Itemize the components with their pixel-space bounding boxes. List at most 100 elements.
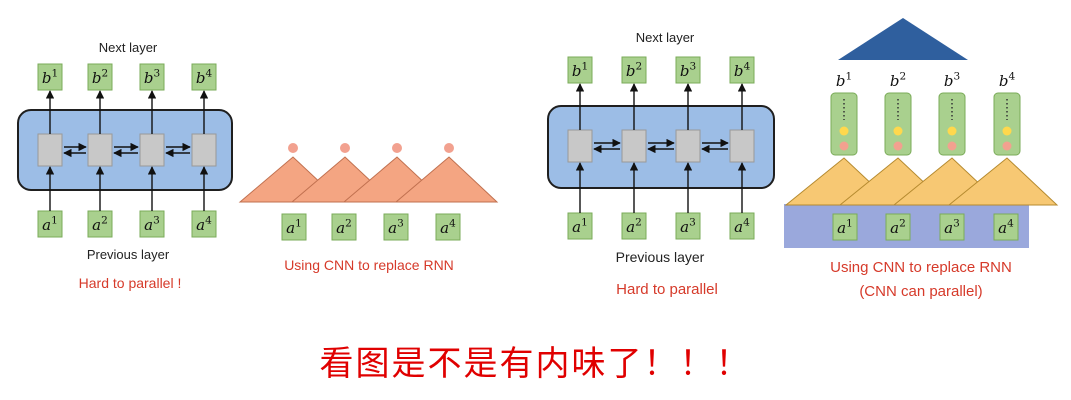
- output-label-var: b: [999, 72, 1009, 90]
- output-box-label-sup: 4: [743, 60, 750, 72]
- input-box-bg: [675, 212, 701, 240]
- output-label-sup: 4: [1008, 70, 1015, 82]
- hidden-column: [884, 92, 912, 156]
- input-box-label-sup: 3: [689, 216, 696, 228]
- output-box-label-sup: 3: [689, 60, 696, 72]
- input-box-label: a1: [42, 214, 58, 234]
- output-label: b1: [836, 70, 852, 90]
- input-box-label-var: a: [286, 219, 295, 237]
- rnn-cell: [675, 129, 701, 163]
- input-box: a4: [191, 210, 217, 238]
- input-box-label-var: a: [837, 219, 846, 237]
- input-box-label: a2: [890, 217, 906, 237]
- output-box-label: b3: [680, 60, 696, 80]
- pink-dot: [839, 141, 849, 151]
- input-box: a4: [993, 213, 1019, 241]
- input-box-bg: [37, 210, 63, 238]
- output-dot: [340, 143, 350, 153]
- input-box-label: a1: [286, 217, 302, 237]
- input-box-label-var: a: [626, 218, 635, 236]
- column-bg: [884, 92, 912, 156]
- input-box: a3: [383, 213, 409, 241]
- input-box-label-var: a: [998, 219, 1007, 237]
- caption: 看图是不是有内味了！！！: [319, 344, 752, 384]
- output-label-var: b: [890, 72, 900, 90]
- input-box-bg: [383, 213, 409, 241]
- previous-layer-label: Previous layer: [87, 247, 170, 262]
- input-box: a1: [281, 213, 307, 241]
- input-box: a1: [37, 210, 63, 238]
- hidden-columns: [830, 92, 1021, 156]
- output-box-label-var: b: [144, 69, 154, 87]
- input-box: a3: [939, 213, 965, 241]
- output-box-bg: [37, 63, 63, 91]
- rnn-cell: [191, 133, 217, 167]
- pink-dot: [893, 141, 903, 151]
- rnn-cell: [37, 133, 63, 167]
- input-box-label-sup: 3: [153, 214, 160, 226]
- output-box-label-var: b: [626, 62, 636, 80]
- input-box: a1: [832, 213, 858, 241]
- hard-to-parallel-note: Hard to parallel !: [79, 275, 182, 291]
- output-box-label: b3: [144, 67, 160, 87]
- hidden-column: [938, 92, 966, 156]
- cnn-filter-triangles: [238, 156, 499, 203]
- rnn-cell: [567, 129, 593, 163]
- input-box-bg: [729, 212, 755, 240]
- input-box-label-var: a: [196, 216, 205, 234]
- output-box-label-var: b: [92, 69, 102, 87]
- output-box-bg: [729, 56, 755, 84]
- input-box-label: a4: [998, 217, 1014, 237]
- output-box-bg: [139, 63, 165, 91]
- pink-dot: [947, 141, 957, 151]
- input-box-bg: [567, 212, 593, 240]
- output-box-label-var: b: [572, 62, 582, 80]
- output-dot: [392, 143, 402, 153]
- output-box-label: b4: [734, 60, 751, 80]
- input-box-bg: [191, 210, 217, 238]
- input-box-bg: [87, 210, 113, 238]
- input-box-label-sup: 4: [449, 217, 456, 229]
- output-box-label-var: b: [196, 69, 206, 87]
- input-box-label-sup: 2: [635, 216, 642, 228]
- rnn-cell: [729, 129, 755, 163]
- input-box-label-sup: 1: [846, 217, 853, 229]
- input-box-label-var: a: [734, 218, 743, 236]
- input-box-label-sup: 2: [101, 214, 108, 226]
- output-box-label-var: b: [42, 69, 52, 87]
- input-box: a2: [621, 212, 647, 240]
- input-box-label-sup: 1: [295, 217, 302, 229]
- output-box: b4: [191, 63, 217, 91]
- input-box-label: a2: [336, 217, 352, 237]
- input-box-label-sup: 4: [1007, 217, 1014, 229]
- output-box-label: b1: [572, 60, 588, 80]
- output-box-bg: [675, 56, 701, 84]
- yellow-dot: [839, 126, 849, 136]
- input-box-label: a1: [572, 216, 588, 236]
- output-box: b3: [139, 63, 165, 91]
- input-box: a2: [331, 213, 357, 241]
- column-bg: [993, 92, 1021, 156]
- input-box-label: a2: [626, 216, 642, 236]
- input-box-label-var: a: [92, 216, 101, 234]
- output-box: b4: [729, 56, 755, 84]
- output-box: b1: [567, 56, 593, 84]
- input-box-label: a4: [440, 217, 456, 237]
- output-box: b3: [675, 56, 701, 84]
- previous-layer-label: Previous layer: [616, 249, 705, 265]
- input-box: a3: [139, 210, 165, 238]
- input-box: a2: [87, 210, 113, 238]
- yellow-dot: [893, 126, 903, 136]
- input-box-label-var: a: [42, 216, 51, 234]
- input-box-label-var: a: [944, 219, 953, 237]
- input-box-bg: [331, 213, 357, 241]
- output-box-label: b1: [42, 67, 58, 87]
- input-box: a1: [567, 212, 593, 240]
- filter-triangle: [394, 156, 499, 203]
- input-box-label: a3: [680, 216, 696, 236]
